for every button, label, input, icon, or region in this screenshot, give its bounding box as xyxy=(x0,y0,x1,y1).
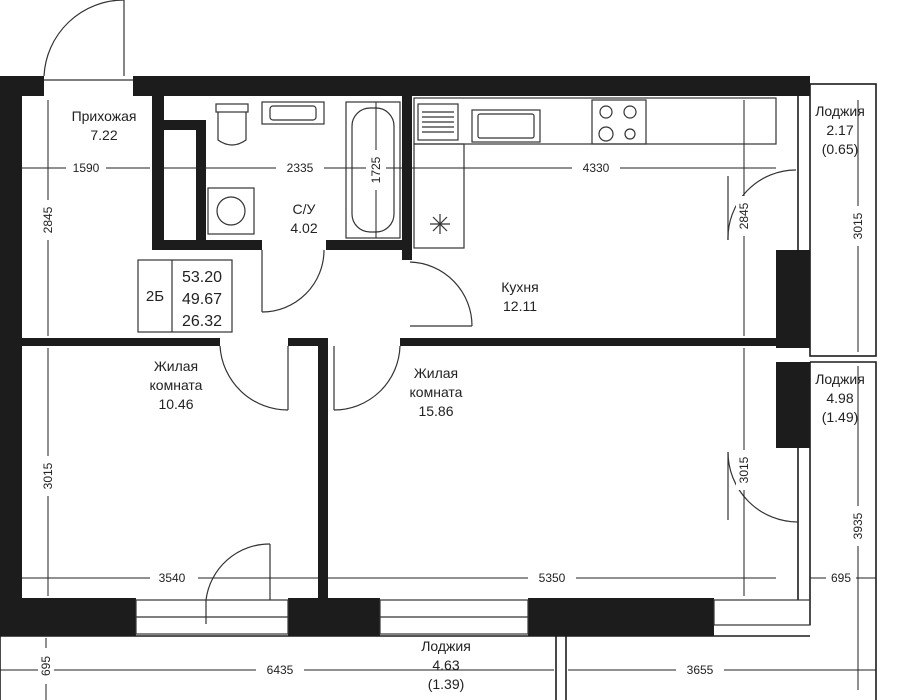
dim-loggia-top-height: 3015 xyxy=(851,212,865,239)
fan-icon xyxy=(430,214,450,234)
bath-door-arc xyxy=(261,249,325,313)
kitchen-counter-side xyxy=(413,143,465,249)
hall-name: Прихожая xyxy=(72,108,137,124)
bottom-wall-left xyxy=(0,598,136,636)
loggia-right-door-arc xyxy=(727,451,799,523)
bath-sink xyxy=(261,101,325,125)
dim-tub-length: 1725 xyxy=(369,156,383,183)
column-right-top xyxy=(776,250,810,348)
entrance-door-arc xyxy=(43,0,124,77)
loggia-top-area: 2.17 xyxy=(826,122,853,138)
dim-loggia-bottom-height: 695 xyxy=(39,656,53,676)
apartment-info-box: 2Б 53.20 49.67 26.32 xyxy=(137,259,233,333)
bath-wall-bottom-right xyxy=(326,240,412,250)
dim-loggia-right-height: 3935 xyxy=(851,512,865,539)
bathtub xyxy=(345,101,401,239)
walls xyxy=(0,76,810,636)
bath-sink-bowl xyxy=(269,105,317,121)
kitchen-sink-bowl xyxy=(477,113,535,139)
stove xyxy=(591,99,647,145)
bath-area: 4.02 xyxy=(290,220,317,236)
toilet-tank xyxy=(215,103,249,113)
area-living: 26.32 xyxy=(182,313,222,330)
bottom-wall-middle xyxy=(288,598,380,636)
living2-name-1: Жилая xyxy=(414,365,458,381)
shaft-wall-top xyxy=(164,120,204,130)
apartment-info-frame xyxy=(137,259,233,333)
dimension-labels: 1590 2845 2335 1725 4330 2845 3015 3540 … xyxy=(38,150,866,684)
shaft-wall-right xyxy=(196,120,206,242)
loggia-bottom-door-arc xyxy=(205,543,271,601)
loggia-right-outline xyxy=(810,361,877,700)
partition-living xyxy=(318,338,328,600)
loggia-top-door-arc xyxy=(727,169,797,241)
loggia-bottom-area-reduced: (1.39) xyxy=(428,676,465,692)
living1-name-1: Жилая xyxy=(154,358,198,374)
toilet-bowl xyxy=(217,112,247,146)
top-wall-right xyxy=(133,76,810,96)
loggia-right-area-reduced: (1.49) xyxy=(822,409,859,425)
living1-name-2: комната xyxy=(150,377,203,393)
loggia-bottom-name: Лоджия xyxy=(421,638,471,654)
bath-wall-right xyxy=(402,96,412,260)
dim-bath-width: 2335 xyxy=(287,161,314,175)
room-labels: Прихожая 7.22 С/У 4.02 Кухня 12.11 Жилая… xyxy=(72,103,865,692)
loggia-right-name: Лоджия xyxy=(815,371,865,387)
dim-loggia-bottom-left: 6435 xyxy=(267,663,294,677)
dim-living1-width: 3540 xyxy=(159,571,186,585)
dim-hall-width: 1590 xyxy=(73,161,100,175)
left-wall xyxy=(0,76,22,636)
living2-name-2: комната xyxy=(410,384,463,400)
area-no-loggia: 49.67 xyxy=(182,291,222,308)
living-kitchen-wall xyxy=(400,338,778,346)
bath-wall-bottom xyxy=(152,240,262,250)
column-right-bottom xyxy=(776,362,810,448)
fixtures xyxy=(207,97,777,249)
kitchen-counter xyxy=(413,97,777,145)
loggia-top-name: Лоджия xyxy=(815,103,865,119)
living2-area: 15.86 xyxy=(418,403,453,419)
living1-area: 10.46 xyxy=(158,396,193,412)
living-partition-stub xyxy=(288,338,328,346)
kitchen-door-arc xyxy=(409,261,473,327)
hall-area: 7.22 xyxy=(90,127,117,143)
dim-loggia-bottom-right: 3655 xyxy=(687,663,714,677)
window-right-bottom xyxy=(713,599,811,626)
washing-machine-drum xyxy=(216,196,246,226)
kitchen-name: Кухня xyxy=(501,279,538,295)
loggia-right-area: 4.98 xyxy=(826,390,853,406)
living2-door-arc xyxy=(333,345,401,411)
doors xyxy=(43,0,799,624)
dim-kitchen-height: 2845 xyxy=(737,202,751,229)
washing-machine xyxy=(207,187,255,235)
dim-living1-height: 3015 xyxy=(41,462,55,489)
living1-door-arc xyxy=(219,345,289,411)
area-total: 53.20 xyxy=(182,269,222,286)
loggia-top-outline xyxy=(809,83,877,357)
kitchen-sink xyxy=(471,109,541,143)
kitchen-area: 12.11 xyxy=(503,298,537,314)
dim-living2-height: 3015 xyxy=(737,456,751,483)
loggia-bottom-area: 4.63 xyxy=(432,657,459,673)
outlines xyxy=(0,79,877,700)
dishwasher xyxy=(417,103,459,141)
bath-name: С/У xyxy=(293,201,316,217)
dim-loggia-right-width: 695 xyxy=(831,571,851,585)
bottom-wall-right xyxy=(528,598,714,636)
dim-hall-height: 2845 xyxy=(41,206,55,233)
loggia-top-area-reduced: (0.65) xyxy=(822,141,859,157)
apartment-type: 2Б xyxy=(146,288,164,305)
bath-wall-left xyxy=(152,96,164,248)
dim-living2-width: 5350 xyxy=(539,571,566,585)
dim-kitchen-width: 4330 xyxy=(583,161,610,175)
bathtub-inner xyxy=(351,107,395,233)
hall-living-wall xyxy=(22,338,220,346)
